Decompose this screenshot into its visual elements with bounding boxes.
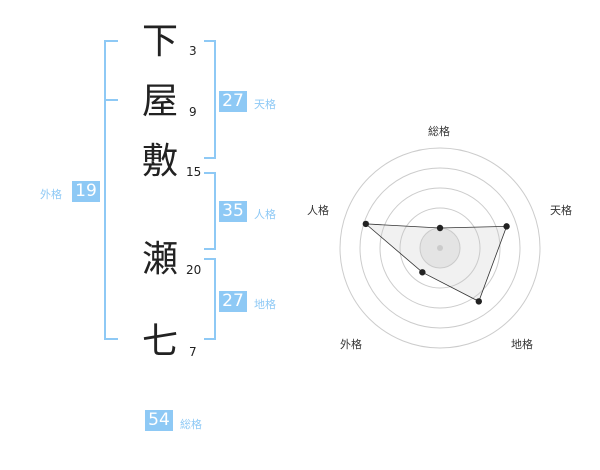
stroke-count-4: 20 — [186, 263, 202, 277]
radar-center-dot — [437, 245, 443, 251]
stroke-count-2: 9 — [189, 105, 197, 119]
jinkaku-bracket-top — [204, 172, 216, 174]
tenkaku-bracket-vertical — [214, 40, 216, 159]
name-char-3: 敷 — [142, 141, 179, 182]
radar-data-points — [362, 220, 510, 305]
radar-ring — [359, 167, 521, 329]
soukaku-label: 総格 — [180, 418, 202, 431]
jinkaku-badge: 35 — [219, 201, 247, 222]
gaikaku-bracket-bottom — [104, 338, 118, 340]
name-char-4: 瀬 — [142, 239, 179, 280]
gaikaku-label: 外格 — [40, 188, 62, 201]
tenkaku-bracket-top — [204, 40, 216, 42]
chikaku-bracket-top — [204, 258, 216, 260]
soukaku-badge: 54 — [145, 410, 173, 431]
name-char-1: 下 — [142, 21, 179, 62]
jinkaku-bracket-bottom — [204, 248, 216, 250]
radar-ring — [379, 187, 501, 309]
chikaku-bracket-vertical — [214, 258, 216, 340]
name-char-2: 屋 — [142, 81, 179, 122]
radar-label-soukaku: 総格 — [428, 125, 450, 138]
radar-label-tenkaku: 天格 — [550, 204, 572, 217]
radar-label-chikaku: 地格 — [511, 338, 533, 351]
radar-point-1 — [436, 224, 444, 232]
jinkaku-bracket-vertical — [214, 172, 216, 250]
radar-ring — [399, 207, 481, 289]
gaikaku-badge: 19 — [72, 181, 100, 202]
tenkaku-bracket-bottom — [204, 157, 216, 159]
stroke-count-1: 3 — [189, 44, 197, 58]
gaikaku-bracket-vertical — [104, 40, 106, 340]
chikaku-label: 地格 — [254, 298, 276, 311]
tenkaku-badge: 27 — [219, 91, 247, 112]
gaikaku-bracket-top — [104, 40, 118, 42]
radar-grid — [339, 147, 541, 349]
jinkaku-label: 人格 — [254, 208, 276, 221]
name-char-5: 七 — [142, 321, 179, 362]
radar-point-2 — [503, 223, 510, 230]
gaikaku-bracket-mid — [104, 99, 118, 101]
tenkaku-label: 天格 — [254, 98, 276, 111]
chikaku-badge: 27 — [219, 291, 247, 312]
radar-label-gaikaku: 外格 — [340, 338, 362, 351]
stroke-count-5: 7 — [189, 345, 197, 359]
radar-point-5 — [362, 220, 370, 228]
radar-label-jinkaku: 人格 — [307, 204, 329, 217]
radar-point-3 — [475, 298, 482, 305]
radar-data-polygon — [364, 223, 508, 302]
stroke-count-3: 15 — [186, 165, 202, 179]
radar-point-4 — [419, 269, 426, 276]
radar-ring — [339, 147, 541, 349]
chikaku-bracket-bottom — [204, 338, 216, 340]
